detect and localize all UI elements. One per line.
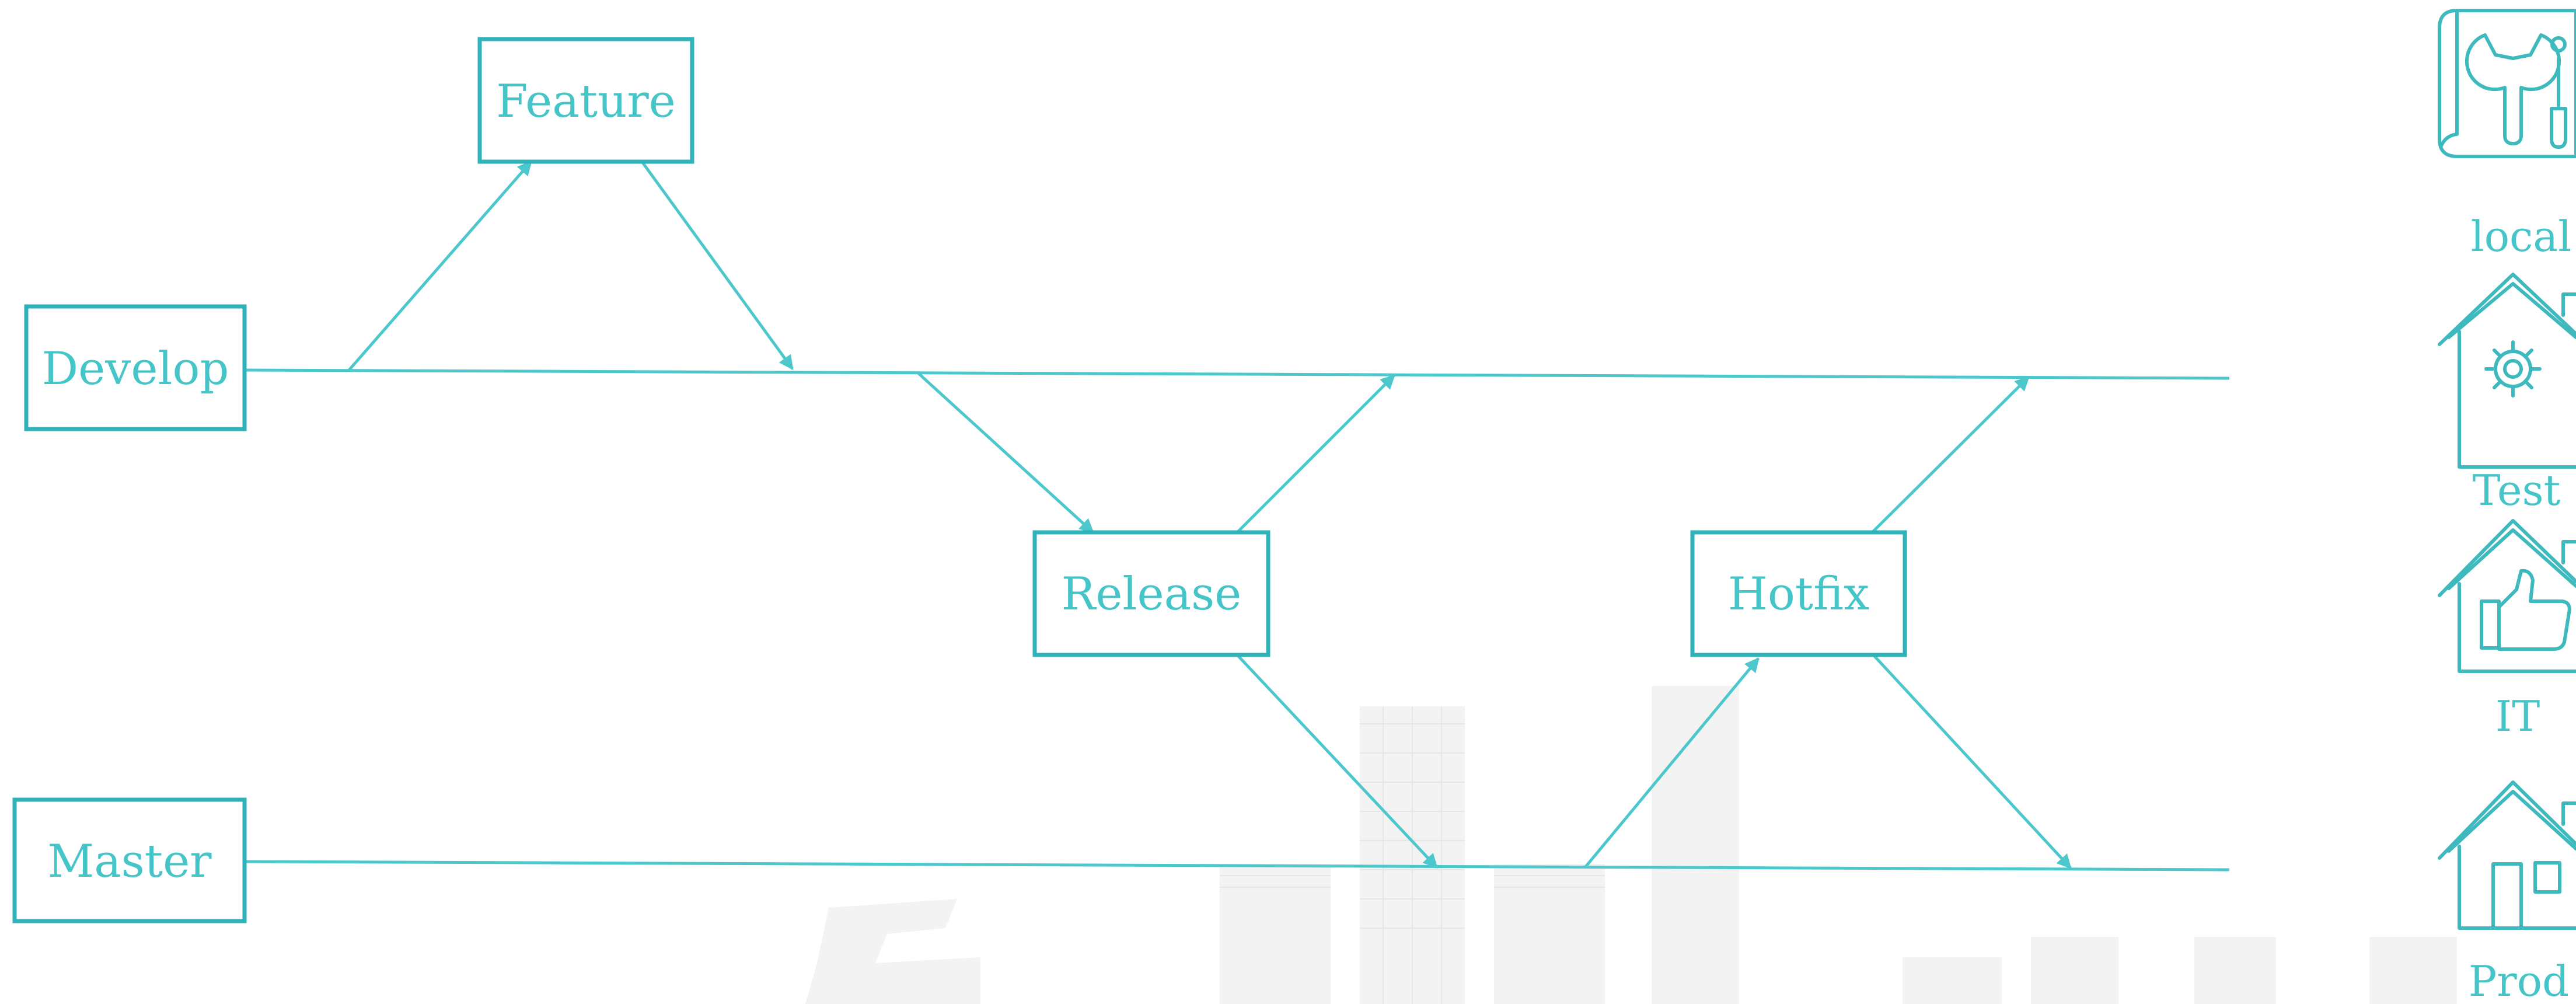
develop-node: Develop xyxy=(24,304,247,431)
master-node: Master xyxy=(12,797,247,923)
env-label-prod: Prod xyxy=(2469,957,2569,1004)
master-branch-line xyxy=(245,860,2230,871)
master-to-hotfix-arrow xyxy=(1584,657,1760,869)
environment-local: local xyxy=(2438,9,2576,261)
develop-to-release-arrow xyxy=(916,371,1094,534)
hotfix-node: Hotfix xyxy=(1690,530,1907,657)
feature-label: Feature xyxy=(496,75,676,128)
develop-branch-line xyxy=(245,368,2230,380)
hotfix-label: Hotfix xyxy=(1728,568,1869,620)
develop-label: Develop xyxy=(42,343,229,395)
tools-blueprint-icon xyxy=(2438,9,2576,158)
environment-prod: Prod xyxy=(2438,780,2576,1004)
master-label: Master xyxy=(47,835,212,888)
hotfix-to-master-arrow xyxy=(1872,654,2072,869)
house-icon xyxy=(2438,780,2576,930)
env-label-test: Test xyxy=(2473,466,2561,515)
hotfix-to-develop-arrow xyxy=(1872,376,2030,532)
house-thumbs-up-icon xyxy=(2438,519,2576,673)
environment-it: IT xyxy=(2438,519,2576,741)
develop-to-feature-arrow xyxy=(348,161,532,371)
release-node: Release xyxy=(1032,530,1270,657)
skyline-watermark xyxy=(805,686,2457,1004)
release-to-develop-arrow xyxy=(1236,374,1395,534)
house-gear-icon xyxy=(2438,273,2576,469)
environment-test: Test xyxy=(2438,273,2576,515)
release-to-master-arrow xyxy=(1236,654,1438,869)
env-label-it: IT xyxy=(2495,692,2540,741)
release-label: Release xyxy=(1062,568,1242,620)
skyline-grid-watermark xyxy=(1220,706,1605,1004)
env-label-local: local xyxy=(2471,212,2572,261)
feature-node: Feature xyxy=(477,37,694,164)
feature-to-develop-arrow xyxy=(640,161,794,371)
